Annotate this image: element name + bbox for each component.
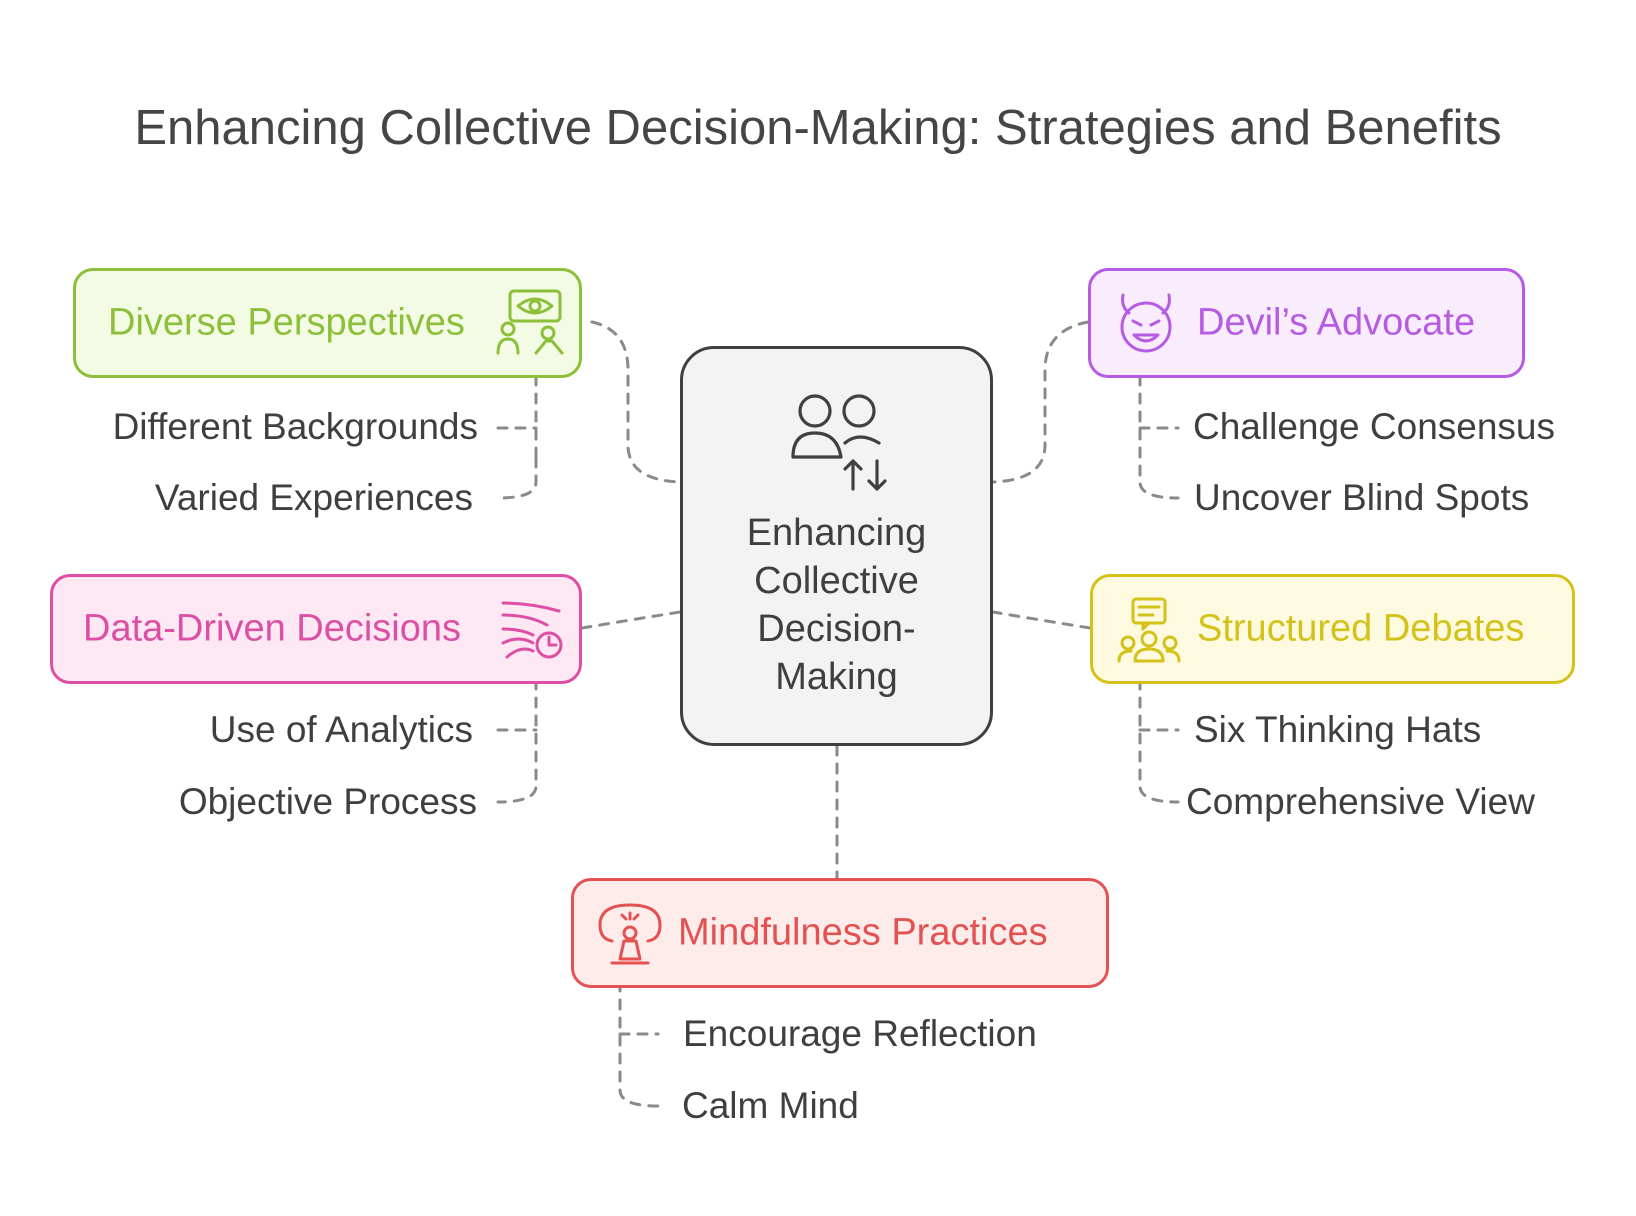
leaf-use-of-analytics: Use of Analytics: [209, 709, 473, 750]
connector-mindful-leaves: [618, 980, 660, 1108]
branch-label: Mindfulness Practices: [678, 911, 1048, 954]
connector-devil-center: [991, 320, 1090, 484]
connector-data-leaves: [496, 678, 538, 804]
leaf-encourage-reflection: Encourage Reflection: [683, 1013, 1037, 1054]
eye-people-icon: [496, 289, 564, 355]
connector-devil-leaves: [1138, 374, 1180, 500]
diagram-title: Enhancing Collective Decision-Making: St…: [134, 101, 1502, 155]
branch-label: Diverse Perspectives: [108, 301, 465, 344]
center-label: Enhancing Collective Decision- Making: [746, 512, 927, 698]
connector-data-center: [580, 610, 682, 630]
connector-debates-leaves: [1138, 678, 1180, 804]
leaf-objective-process: Objective Process: [178, 781, 477, 822]
meditation-mind-icon: [598, 903, 662, 965]
leaf-varied-experiences: Varied Experiences: [154, 477, 473, 518]
branch-devils-advocate: Devil’s Advocate: [1088, 268, 1525, 378]
branch-data-driven-decisions: Data-Driven Decisions: [50, 574, 582, 684]
leaf-calm-mind: Calm Mind: [682, 1085, 859, 1126]
branch-label: Data-Driven Decisions: [83, 607, 462, 650]
devil-face-icon: [1120, 293, 1172, 353]
leaf-six-thinking-hats: Six Thinking Hats: [1194, 709, 1482, 750]
branch-mindfulness-practices: Mindfulness Practices: [571, 878, 1109, 988]
data-flow-icon: [501, 601, 563, 659]
group-discussion-icon: [1117, 597, 1181, 663]
leaf-uncover-blind-spots: Uncover Blind Spots: [1194, 477, 1530, 518]
branch-structured-debates: Structured Debates: [1090, 574, 1575, 684]
branch-label: Devil’s Advocate: [1197, 301, 1476, 344]
branch-diverse-perspectives: Diverse Perspectives: [73, 268, 582, 378]
connector-debates-center: [991, 610, 1092, 630]
people-exchange-icon: [791, 394, 887, 491]
leaf-challenge-consensus: Challenge Consensus: [1193, 406, 1556, 447]
leaf-different-backgrounds: Different Backgrounds: [112, 406, 478, 447]
leaf-comprehensive-view: Comprehensive View: [1186, 781, 1535, 822]
center-node: Enhancing Collective Decision- Making: [680, 346, 993, 746]
connector-diverse-leaves: [496, 374, 538, 500]
branch-label: Structured Debates: [1197, 607, 1525, 650]
connector-diverse-center: [590, 320, 682, 484]
